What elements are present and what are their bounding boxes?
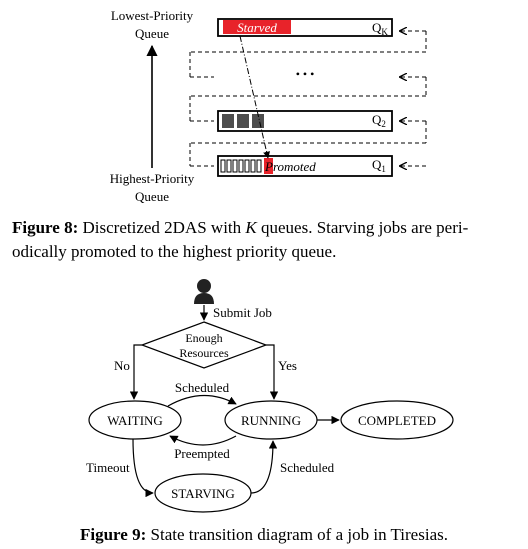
queue-k: Starved QK	[217, 18, 393, 37]
job-block	[222, 114, 234, 128]
figure-8: Lowest-Priority Queue Highest-Priority Q…	[110, 8, 427, 204]
figure-9: Submit Job Enough Resources No Yes WAITI…	[86, 279, 454, 513]
preempted-label: Preempted	[174, 446, 230, 461]
queue-1: Promoted Q1	[217, 155, 393, 177]
figure-8-caption-prefix: Figure 8:	[12, 218, 79, 237]
queue-k-label: QK	[372, 20, 388, 37]
figure-8-caption-part2: queues. Starving jobs are peri-	[256, 218, 469, 237]
state-completed-label: COMPLETED	[358, 413, 436, 428]
scheduled-edge-top	[167, 394, 237, 407]
state-starving-label: STARVING	[171, 486, 235, 501]
figure-8-caption-var: K	[245, 218, 257, 237]
lowest-priority-label: Lowest-Priority	[111, 8, 194, 23]
highest-priority-queue-label: Queue	[135, 189, 169, 204]
state-completed	[340, 400, 454, 440]
yes-branch-arrow	[266, 344, 279, 400]
job-block	[252, 114, 264, 128]
starved-label: Starved	[237, 20, 277, 35]
queue-flow-lines	[189, 31, 427, 166]
lowest-priority-queue-label: Queue	[135, 26, 169, 41]
timeout-label: Timeout	[86, 460, 130, 475]
queue-1-label: Q1	[372, 157, 386, 174]
scheduled-edge-right	[250, 440, 278, 494]
promoted-label: Promoted	[264, 159, 316, 174]
yes-label: Yes	[278, 358, 297, 373]
promotion-path	[239, 35, 271, 159]
figure-9-caption-text: State transition diagram of a job in Tir…	[146, 525, 448, 544]
starved-job-block	[223, 20, 291, 34]
queue-ellipsis: • • •	[296, 67, 315, 81]
figure-9-caption-prefix: Figure 9:	[80, 525, 147, 544]
highest-priority-label: Highest-Priority	[110, 171, 195, 186]
figure-8-caption: Figure 8: Discretized 2DAS with K queues…	[12, 216, 520, 264]
figure-8-caption-part1: Discretized 2DAS with	[78, 218, 246, 237]
queue-2-label: Q2	[372, 112, 386, 129]
decision-label-line2: Resources	[179, 346, 229, 360]
queue-2: Q2	[217, 110, 393, 132]
no-branch-arrow	[129, 344, 142, 400]
figure-8-caption-line2: odically promoted to the highest priorit…	[12, 242, 337, 261]
state-waiting-label: WAITING	[107, 413, 163, 428]
scheduled-top-label: Scheduled	[175, 380, 230, 395]
job-block	[237, 114, 249, 128]
decision-label-line1: Enough	[185, 331, 222, 345]
timeout-edge	[132, 438, 154, 498]
user-icon	[194, 279, 214, 304]
small-job-blocks	[220, 159, 262, 173]
scheduled-right-label: Scheduled	[280, 460, 335, 475]
figure-9-caption: Figure 9: State transition diagram of a …	[0, 523, 528, 547]
preempted-edge	[169, 435, 237, 446]
state-waiting	[88, 400, 182, 440]
promoted-job-block	[264, 158, 273, 174]
state-running-label: RUNNING	[241, 413, 301, 428]
submit-job-label: Submit Job	[213, 305, 272, 320]
enough-resources-decision	[140, 321, 268, 369]
no-label: No	[114, 358, 130, 373]
